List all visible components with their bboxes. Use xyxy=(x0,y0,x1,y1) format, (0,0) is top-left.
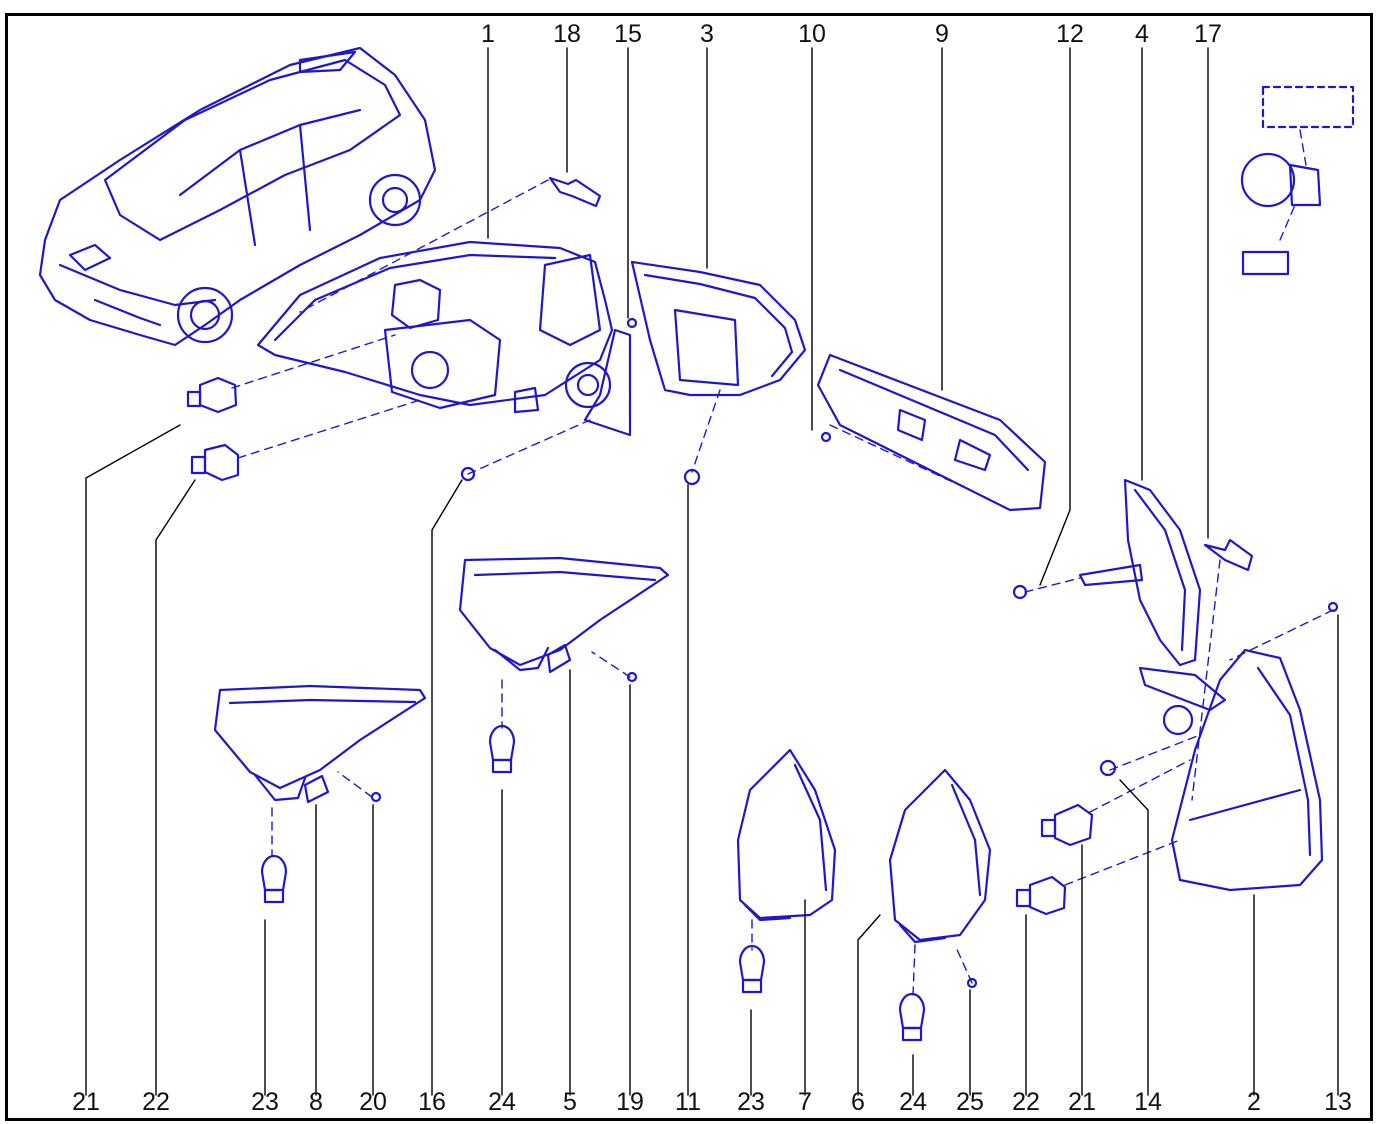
assembly-guides xyxy=(231,129,1334,996)
callout-16: 16 xyxy=(418,1088,446,1116)
housing-7 xyxy=(736,748,837,922)
callout-7: 7 xyxy=(798,1088,812,1116)
callout-24-b: 24 xyxy=(899,1088,927,1116)
callout-19: 19 xyxy=(616,1088,644,1116)
callout-14: 14 xyxy=(1134,1088,1162,1116)
callout-21: 21 xyxy=(72,1088,100,1116)
bulb-icons xyxy=(186,376,1094,1042)
callout-12: 12 xyxy=(1056,20,1084,48)
diagram-frame xyxy=(5,13,1373,1121)
vehicle-drawing xyxy=(38,46,437,347)
lamp-lens-2 xyxy=(1138,648,1324,892)
callout-15: 15 xyxy=(614,20,642,48)
callout-17: 17 xyxy=(1194,20,1222,48)
housing-5 xyxy=(458,556,670,674)
inset-box xyxy=(1261,85,1355,129)
callout-22-b: 22 xyxy=(1012,1088,1040,1116)
reflector-4 xyxy=(1078,478,1202,667)
callout-3: 3 xyxy=(700,20,714,48)
callout-6: 6 xyxy=(851,1088,865,1116)
callout-2: 2 xyxy=(1247,1088,1261,1116)
rear-lamp-assembly-1 xyxy=(256,240,614,414)
callout-21-b: 21 xyxy=(1068,1088,1096,1116)
callout-4: 4 xyxy=(1135,20,1149,48)
callout-24: 24 xyxy=(488,1088,516,1116)
callout-11: 11 xyxy=(675,1088,701,1116)
callout-23-b: 23 xyxy=(737,1088,765,1116)
callout-23: 23 xyxy=(251,1088,279,1116)
pin-18 xyxy=(548,176,602,208)
inset-bulb xyxy=(1240,152,1322,276)
housing-6 xyxy=(888,768,992,944)
callout-25: 25 xyxy=(956,1088,984,1116)
callout-13: 13 xyxy=(1324,1088,1352,1116)
housing-8 xyxy=(213,684,427,804)
callout-22: 22 xyxy=(142,1088,170,1116)
callout-1: 1 xyxy=(481,20,495,48)
gasket-15 xyxy=(583,328,632,437)
lamp-panel-3 xyxy=(630,260,807,397)
callout-5: 5 xyxy=(563,1088,577,1116)
callout-18: 18 xyxy=(553,20,581,48)
fasteners xyxy=(370,317,1339,989)
callout-9: 9 xyxy=(935,20,949,48)
callout-10: 10 xyxy=(798,20,826,48)
callout-8: 8 xyxy=(309,1088,323,1116)
rail-9 xyxy=(816,353,1047,512)
callout-20: 20 xyxy=(359,1088,387,1116)
pin-17 xyxy=(1203,538,1254,572)
leader-lines xyxy=(85,47,1339,1096)
